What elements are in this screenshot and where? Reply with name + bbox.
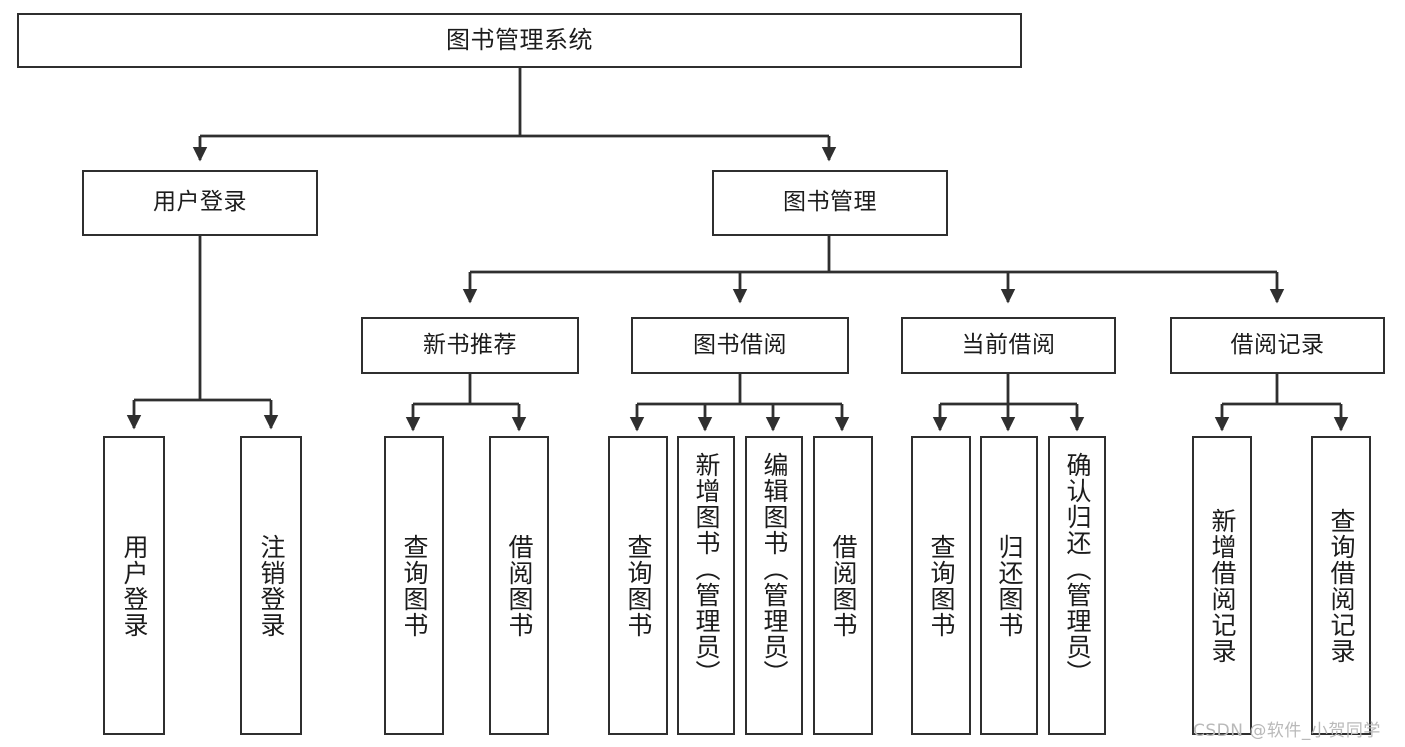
node-label: 当前借阅 bbox=[961, 331, 1056, 358]
node-leaf-add-borrow-record[interactable]: 新增借阅记录 bbox=[1192, 436, 1252, 735]
node-label: 新书推荐 bbox=[423, 331, 517, 358]
node-leaf-borrow-book-recommend[interactable]: 借阅图书 bbox=[489, 436, 549, 735]
node-current-borrow[interactable]: 当前借阅 bbox=[901, 317, 1116, 374]
node-leaf-logout-login[interactable]: 注销登录 bbox=[240, 436, 302, 735]
node-leaf-add-book[interactable]: 新增图书（管理员） bbox=[677, 436, 735, 735]
node-leaf-confirm-return[interactable]: 确认归还（管理员） bbox=[1048, 436, 1106, 735]
node-label: 归还图书 bbox=[995, 533, 1024, 638]
node-leaf-query-book-borrow[interactable]: 查询图书 bbox=[608, 436, 668, 735]
node-label: 查询图书 bbox=[624, 533, 653, 638]
node-book-management-system[interactable]: 图书管理系统 bbox=[17, 13, 1022, 68]
node-label: 新增借阅记录 bbox=[1208, 507, 1237, 664]
node-leaf-query-borrow-record[interactable]: 查询借阅记录 bbox=[1311, 436, 1371, 735]
node-label: 编辑图书（管理员） bbox=[760, 452, 789, 686]
node-label: 查询图书 bbox=[927, 533, 956, 638]
node-label: 借阅记录 bbox=[1230, 331, 1325, 358]
node-borrow-record[interactable]: 借阅记录 bbox=[1170, 317, 1385, 374]
node-label: 查询借阅记录 bbox=[1327, 507, 1356, 664]
node-label: 图书借阅 bbox=[693, 331, 787, 358]
node-leaf-query-book-current[interactable]: 查询图书 bbox=[911, 436, 971, 735]
node-label: 用户登录 bbox=[120, 533, 149, 638]
node-leaf-borrow-book-borrow[interactable]: 借阅图书 bbox=[813, 436, 873, 735]
node-label: 查询图书 bbox=[400, 533, 429, 638]
node-user-login[interactable]: 用户登录 bbox=[82, 170, 318, 236]
node-label: 用户登录 bbox=[153, 189, 247, 216]
node-label: 借阅图书 bbox=[829, 533, 858, 638]
node-new-book-recommend[interactable]: 新书推荐 bbox=[361, 317, 579, 374]
csdn-watermark: CSDN @软件_小贺同学 bbox=[1193, 721, 1381, 741]
node-leaf-return-book[interactable]: 归还图书 bbox=[980, 436, 1038, 735]
node-book-borrow[interactable]: 图书借阅 bbox=[631, 317, 849, 374]
node-label: 图书管理 bbox=[783, 189, 877, 216]
node-label: 确认归还（管理员） bbox=[1063, 452, 1092, 686]
node-label: 图书管理系统 bbox=[446, 26, 593, 55]
node-label: 借阅图书 bbox=[505, 533, 534, 638]
node-leaf-edit-book[interactable]: 编辑图书（管理员） bbox=[745, 436, 803, 735]
node-label: 注销登录 bbox=[257, 533, 286, 638]
node-label: 新增图书（管理员） bbox=[692, 452, 721, 686]
node-book-manage[interactable]: 图书管理 bbox=[712, 170, 948, 236]
node-leaf-user-login[interactable]: 用户登录 bbox=[103, 436, 165, 735]
node-leaf-query-book-recommend[interactable]: 查询图书 bbox=[384, 436, 444, 735]
